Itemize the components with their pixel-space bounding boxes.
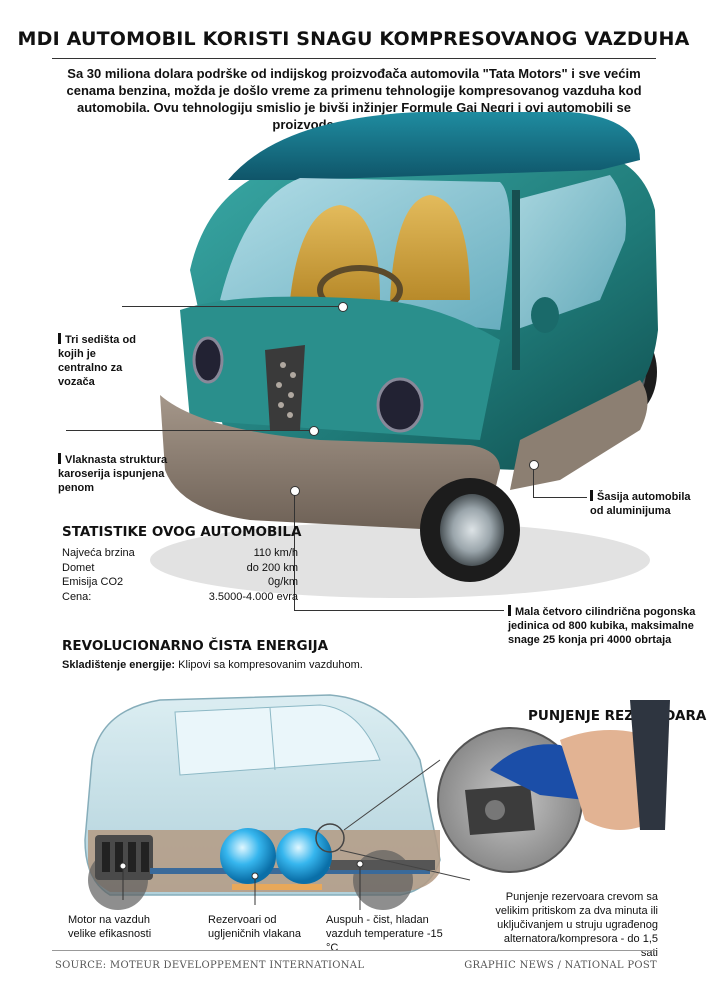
stats-table: Najveća brzina 110 km/h Domet do 200 km Em… [62, 546, 298, 604]
footer-source: SOURCE: MOTEUR DEVELOPPEMENT INTERNATION… [55, 960, 365, 971]
intro-text: Sa 30 miliona dolara podrške od indijsko… [66, 66, 642, 132]
callout-marker [58, 453, 61, 464]
callout-chassis-text: Šasija automobila od aluminijuma [590, 491, 691, 517]
leader-seats [122, 306, 342, 307]
stats-label: Domet [62, 561, 95, 574]
leader-dot-seats [338, 302, 348, 312]
callout-seats-text: Tri sedišta od kojih je centralno za voz… [58, 334, 136, 388]
stats-row: Domet do 200 km [62, 561, 298, 576]
label-exhaust: Auspuh - čist, hladan vazduh temperature… [326, 914, 443, 954]
footer-rule [52, 950, 656, 951]
energy-storage: Skladištenje energije: Klipovi sa kompre… [62, 659, 363, 671]
callout-chassis: Šasija automobila od aluminijuma [590, 490, 700, 518]
stats-value: 0g/km [268, 576, 298, 588]
callout-body-text: Vlaknasta struktura karoserija ispunjena… [58, 454, 168, 494]
callout-seats: Tri sedišta od kojih je centralno za voz… [58, 333, 148, 389]
energy-storage-label: Skladištenje energije: [62, 659, 176, 671]
stats-row: Cena: 3.5000-4.000 evra [62, 590, 298, 605]
label-motor: Motor na vazduh velike efikasnosti [68, 914, 152, 940]
callout-engine: Mala četvoro cilindrična pogonska jedini… [508, 605, 698, 647]
callout-engine-text: Mala četvoro cilindrična pogonska jedini… [508, 606, 696, 646]
leader-engine-v [294, 492, 295, 610]
leader-chassis-v [533, 467, 534, 497]
callout-body: Vlaknasta struktura karoserija ispunjena… [58, 453, 168, 495]
leader-body [66, 430, 314, 431]
leader-dot-engine [290, 486, 300, 496]
label-tanks: Rezervoari od ugljeničnih vlakana [208, 914, 301, 940]
leader-dot-body [309, 426, 319, 436]
stats-value: 110 km/h [253, 547, 298, 559]
footer-credit: GRAPHIC NEWS / NATIONAL POST [464, 960, 657, 971]
stats-label: Cena: [62, 590, 92, 603]
page-title: MDI AUTOMOBIL KORISTI SNAGU KOMPRESOVANO… [17, 28, 690, 50]
energy-storage-value: Klipovi sa kompresovanim vazduhom. [178, 659, 363, 671]
stats-label: Emisija CO2 [62, 576, 124, 588]
callout-marker [508, 605, 511, 616]
callout-marker [590, 490, 593, 501]
leader-engine-h [294, 610, 504, 611]
leader-dot-chassis [529, 460, 539, 470]
stats-value: do 200 km [246, 561, 298, 574]
stats-heading: STATISTIKE OVOG AUTOMOBILA [62, 524, 302, 540]
energy-heading: REVOLUCIONARNO ČISTA ENERGIJA [62, 638, 329, 654]
stats-row: Najveća brzina 110 km/h [62, 546, 298, 561]
callout-marker [58, 333, 61, 344]
stats-value: 3.5000-4.000 evra [208, 590, 298, 603]
stats-label: Najveća brzina [62, 547, 135, 559]
title-rule [52, 58, 656, 59]
leader-chassis-h [533, 497, 587, 498]
stats-row: Emisija CO2 0g/km [62, 575, 298, 590]
refuel-text: Punjenje rezervoara crevom sa velikim pr… [495, 891, 658, 959]
